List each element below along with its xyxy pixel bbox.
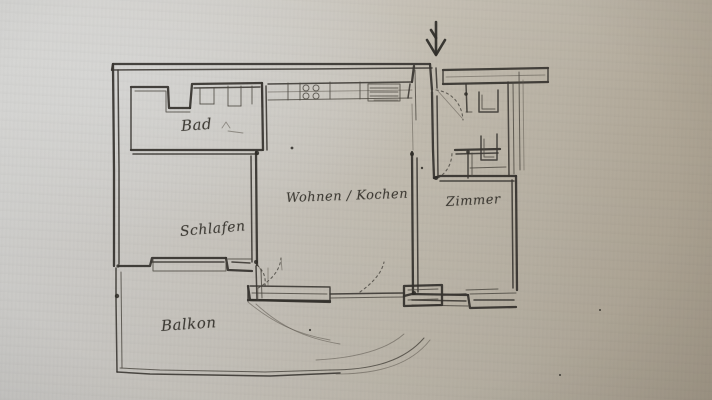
- outer-walls: [110, 62, 433, 377]
- bath-walls: [129, 81, 268, 155]
- entrance-arrow-down-icon: [425, 20, 447, 57]
- room-label-zimmer: Zimmer: [445, 192, 502, 210]
- bedroom-walls: [117, 150, 266, 287]
- kitchen-fixtures: [267, 64, 417, 151]
- balcony-doors: [246, 257, 467, 345]
- room-label-bad: Bad: [180, 114, 213, 135]
- zimmer-walls: [402, 71, 525, 310]
- entry-hall: [428, 62, 518, 182]
- entry-closet: [441, 66, 550, 179]
- paper-marks: [290, 146, 601, 376]
